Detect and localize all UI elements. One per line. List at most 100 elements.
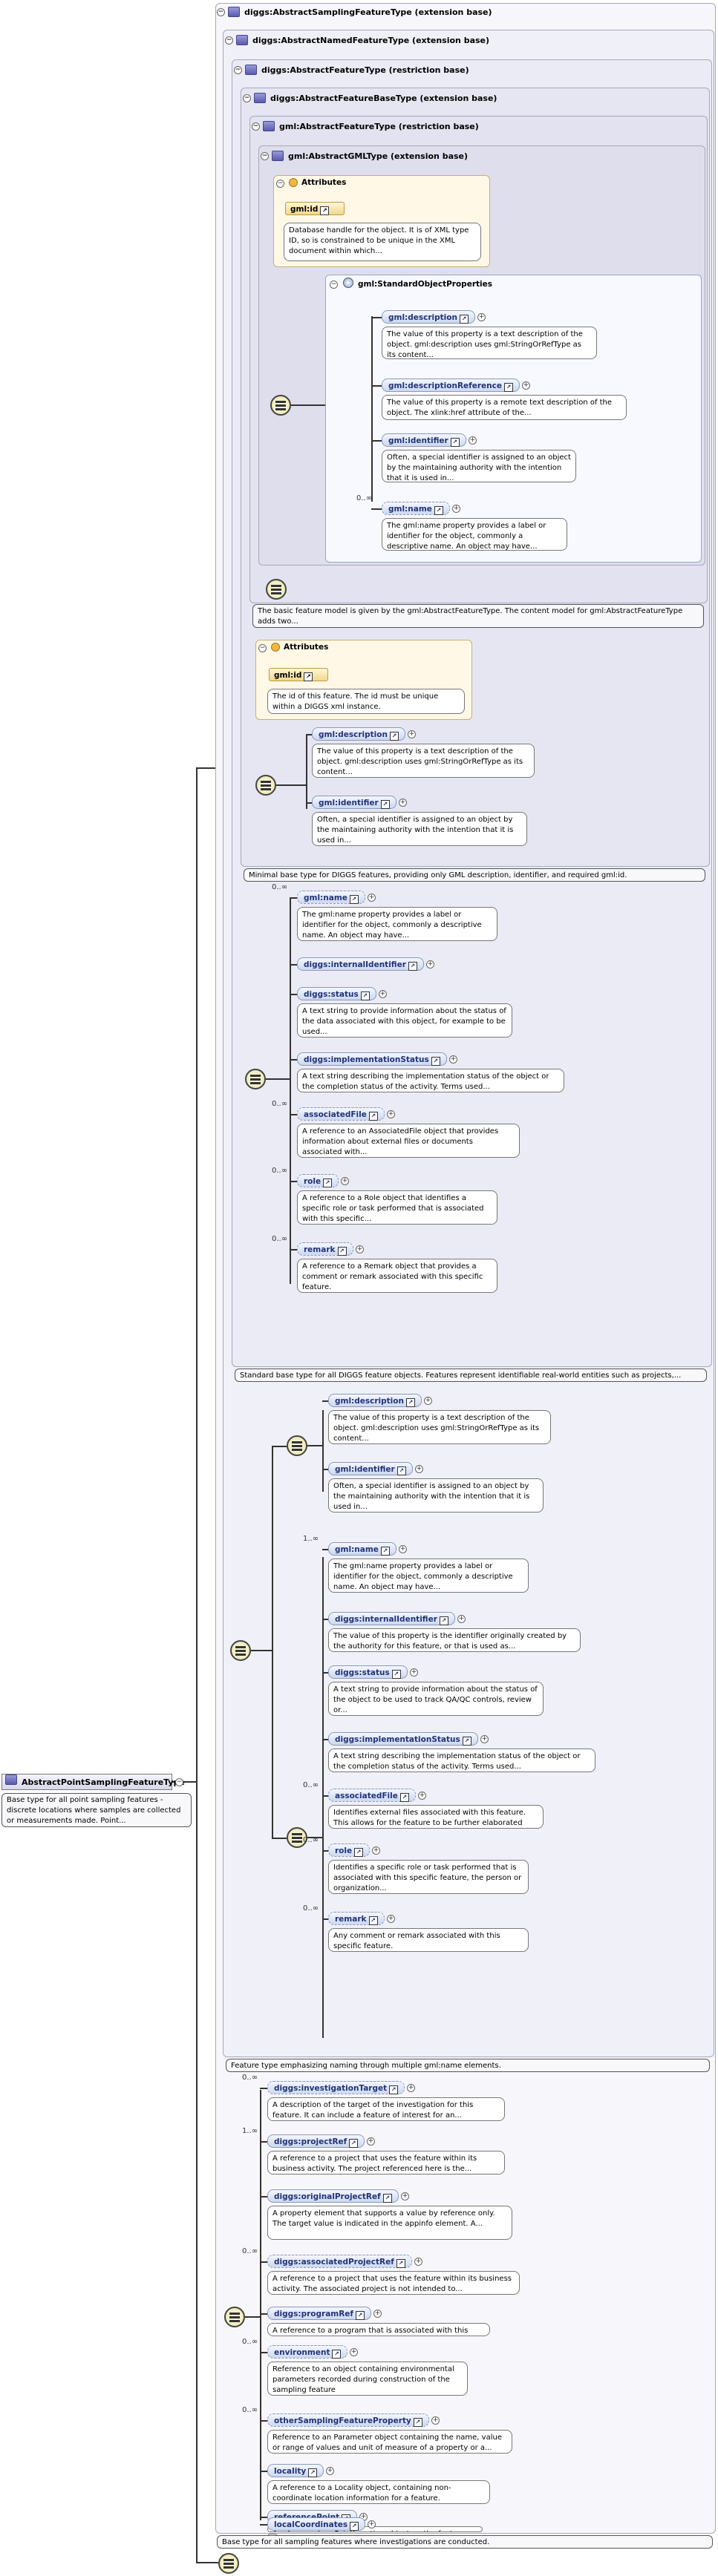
element-node[interactable]: gml:description↗ (328, 1394, 422, 1407)
element-node[interactable]: gml:name↗ (382, 502, 450, 515)
connector-line (322, 1795, 328, 1797)
expand-toggle[interactable]: + (457, 1615, 466, 1623)
expand-toggle[interactable]: + (368, 894, 376, 902)
gml-id-attribute-2[interactable]: gml:id↗ (269, 668, 328, 681)
collapse-toggle[interactable]: − (243, 94, 251, 102)
expand-toggle[interactable]: + (522, 381, 530, 390)
expand-toggle[interactable]: + (356, 1245, 364, 1253)
root-element[interactable]: AbstractPointSamplingFeatureType (1, 1774, 185, 1790)
collapse-toggle[interactable]: − (217, 7, 225, 16)
element-node[interactable]: remark↗ (328, 1912, 385, 1925)
element-node[interactable]: diggs:implementationStatus↗ (328, 1732, 478, 1746)
element-name: diggs:investigationTarget (274, 2084, 388, 2093)
expand-toggle[interactable]: + (399, 799, 407, 807)
expand-toggle[interactable]: + (401, 2192, 409, 2200)
element-node[interactable]: environment↗ (267, 2345, 348, 2359)
expand-toggle[interactable]: + (452, 505, 460, 513)
collapse-toggle[interactable]: − (276, 180, 284, 188)
expand-toggle[interactable]: + (407, 2084, 415, 2092)
feature-type-header[interactable]: − diggs:AbstractFeatureType (restriction… (234, 62, 469, 77)
collapse-toggle[interactable]: − (225, 36, 233, 45)
connector-line (322, 1850, 328, 1852)
gmlfeature-type-header[interactable]: − gml:AbstractFeatureType (restriction b… (252, 119, 479, 134)
element-node[interactable]: diggs:internalIdentifier↗ (328, 1612, 455, 1625)
element-node[interactable]: diggs:originalProjectRef↗ (267, 2189, 399, 2203)
element-node[interactable]: diggs:projectRef↗ (267, 2134, 365, 2148)
multiplicity-label: 1..∞ (303, 1535, 319, 1543)
expand-toggle[interactable]: + (387, 1110, 395, 1118)
expand-toggle[interactable]: + (431, 2416, 440, 2425)
element-node[interactable]: diggs:internalIdentifier↗ (297, 957, 424, 971)
expand-toggle[interactable]: + (408, 730, 416, 738)
element-doc: The value of this property is a text des… (312, 744, 535, 778)
element-name: diggs:projectRef (274, 2137, 347, 2146)
sequence-icon (287, 1827, 307, 1848)
collapse-toggle[interactable]: − (175, 1778, 183, 1786)
gml-id-attribute[interactable]: gml:id↗ (285, 202, 345, 215)
complex-type-icon (263, 121, 275, 131)
expand-toggle[interactable]: + (368, 2520, 376, 2529)
element-node[interactable]: role↗ (328, 1843, 371, 1857)
element-doc: Any comment or remark associated with th… (328, 1928, 529, 1952)
element-node[interactable]: diggs:programRef↗ (267, 2307, 371, 2320)
gml-id-doc-2: The id of this feature. The id must be u… (267, 689, 465, 714)
element-node[interactable]: associatedFile↗ (328, 1789, 416, 1802)
element-node[interactable]: gml:name↗ (328, 1542, 396, 1556)
expand-toggle[interactable]: + (480, 1735, 489, 1743)
element-node[interactable]: gml:identifier↗ (382, 433, 466, 447)
element-node[interactable]: role↗ (297, 1174, 339, 1187)
expand-toggle[interactable]: + (387, 1915, 395, 1923)
expand-toggle[interactable]: + (449, 1055, 457, 1063)
element-name: diggs:internalIdentifier (335, 1615, 437, 1624)
sequence-icon (224, 2307, 245, 2327)
element-node[interactable]: locality↗ (267, 2464, 324, 2477)
expand-toggle[interactable]: + (399, 1545, 407, 1553)
connector-line (266, 1078, 290, 1080)
expand-toggle[interactable]: + (469, 436, 477, 445)
collapse-toggle[interactable]: − (252, 122, 260, 131)
expand-toggle[interactable]: + (350, 2348, 358, 2356)
expand-toggle[interactable]: + (326, 2467, 334, 2475)
element-node[interactable]: diggs:status↗ (328, 1665, 408, 1679)
collapse-toggle[interactable]: − (258, 644, 267, 652)
expand-toggle[interactable]: + (410, 1668, 418, 1677)
element-name: diggs:implementationStatus (335, 1735, 460, 1744)
element-node[interactable]: gml:identifier↗ (312, 796, 396, 809)
element-node[interactable]: gml:description↗ (382, 310, 475, 324)
expand-toggle[interactable]: + (415, 1465, 423, 1473)
element-node[interactable]: gml:description↗ (312, 727, 405, 741)
element-node[interactable]: diggs:status↗ (297, 987, 376, 1000)
element-node[interactable]: gml:identifier↗ (328, 1462, 413, 1475)
element-node[interactable]: diggs:associatedProjectRef↗ (267, 2255, 412, 2268)
featurebase-type-header[interactable]: − diggs:AbstractFeatureBaseType (extensi… (243, 91, 497, 105)
element-node[interactable]: associatedFile↗ (297, 1107, 385, 1121)
expand-toggle[interactable]: + (477, 313, 486, 321)
collapse-toggle[interactable]: − (234, 65, 242, 74)
named-type-header[interactable]: − diggs:AbstractNamedFeatureType (extens… (225, 33, 489, 47)
expand-toggle[interactable]: + (341, 1177, 349, 1185)
expand-toggle[interactable]: + (373, 2310, 382, 2318)
sequence-bracket (272, 1446, 273, 1839)
expand-toggle[interactable]: + (379, 990, 387, 998)
sampling-type-header[interactable]: − diggs:AbstractSamplingFeatureType (ext… (217, 4, 492, 19)
collapse-toggle[interactable]: − (330, 281, 338, 289)
multiplicity-label: 0..∞ (272, 1167, 288, 1175)
element-node[interactable]: remark↗ (297, 1242, 353, 1256)
expand-toggle[interactable]: + (372, 1846, 380, 1855)
element-doc: A reference to a project that uses the f… (267, 2151, 505, 2174)
element-node[interactable]: gml:descriptionReference↗ (382, 378, 520, 392)
element-node[interactable]: diggs:investigationTarget↗ (267, 2081, 405, 2094)
complex-type-icon (5, 1774, 17, 1785)
expand-toggle[interactable]: + (367, 2137, 375, 2146)
element-doc: The gml:name property provides a label o… (297, 907, 497, 941)
element-node[interactable]: diggs:implementationStatus↗ (297, 1052, 447, 1066)
collapse-toggle[interactable]: − (261, 151, 269, 160)
expand-toggle[interactable]: + (426, 960, 434, 969)
element-node[interactable]: gml:name↗ (297, 891, 365, 904)
element-node[interactable]: localCoordinates↗ (267, 2517, 366, 2531)
expand-toggle[interactable]: + (418, 1792, 426, 1800)
element-node[interactable]: otherSamplingFeatureProperty↗ (267, 2413, 429, 2427)
expand-toggle[interactable]: + (424, 1397, 432, 1405)
expand-toggle[interactable]: + (414, 2258, 422, 2266)
gmlgml-type-header[interactable]: − gml:AbstractGMLType (extension base) (261, 148, 468, 163)
